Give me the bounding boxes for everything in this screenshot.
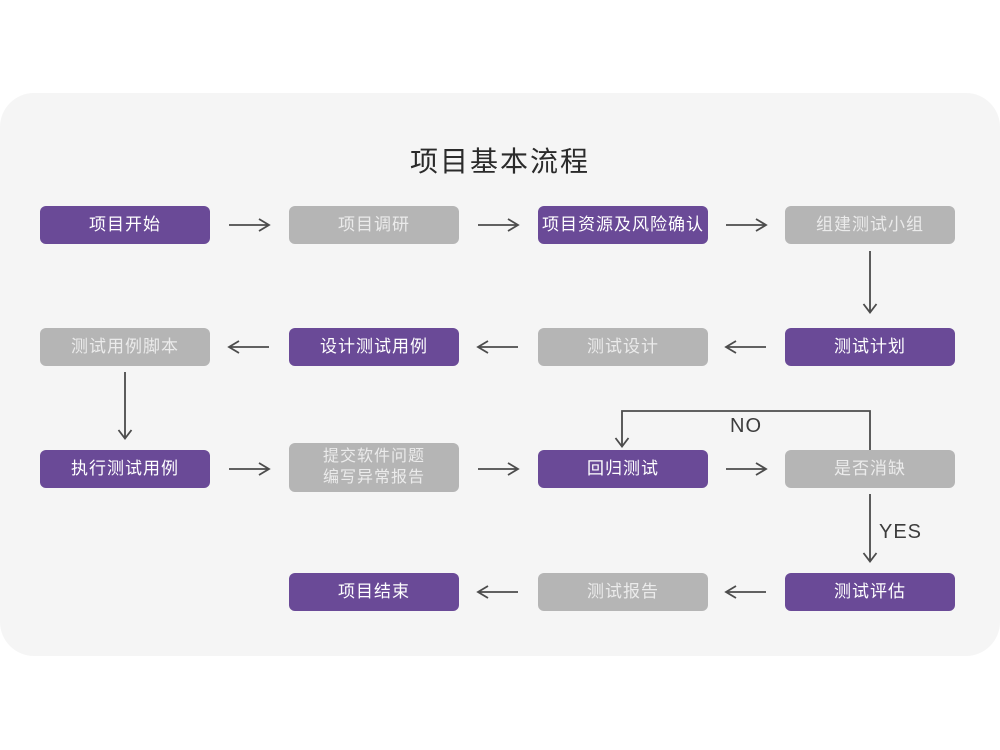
- arrow-designcase-to-script-icon: [227, 340, 269, 354]
- arrow-plan-to-testdesign-icon: [724, 340, 766, 354]
- flow-node-resources-risk-confirm: 项目资源及风险确认: [538, 206, 708, 244]
- arrow-research-to-resources-icon: [478, 218, 520, 232]
- flow-node-test-case-script: 测试用例脚本: [40, 328, 210, 366]
- arrow-submit-to-regression-icon: [478, 462, 520, 476]
- arrow-yes-check-to-evaluation-icon: [862, 494, 878, 563]
- flow-node-project-research: 项目调研: [289, 206, 459, 244]
- flow-node-project-start: 项目开始: [40, 206, 210, 244]
- branch-label-yes: YES: [879, 521, 923, 543]
- arrow-script-to-execute-icon: [117, 372, 133, 440]
- arrow-execute-to-submit-icon: [229, 462, 271, 476]
- background-panel: [0, 93, 1000, 656]
- flow-node-defect-resolved-check: 是否消缺: [785, 450, 955, 488]
- flow-node-execute-test-case: 执行测试用例: [40, 450, 210, 488]
- arrow-resources-to-team-icon: [726, 218, 768, 232]
- flow-node-test-evaluation: 测试评估: [785, 573, 955, 611]
- branch-label-no: NO: [730, 415, 762, 437]
- arrow-start-to-research-icon: [229, 218, 271, 232]
- arrow-evaluation-to-report-icon: [724, 585, 766, 599]
- arrow-team-to-plan-icon: [862, 251, 878, 314]
- flow-node-submit-issue-report: 提交软件问题 编写异常报告: [289, 443, 459, 492]
- flow-node-test-plan: 测试计划: [785, 328, 955, 366]
- flow-node-test-design: 测试设计: [538, 328, 708, 366]
- flow-node-test-report: 测试报告: [538, 573, 708, 611]
- flow-node-regression-test: 回归测试: [538, 450, 708, 488]
- arrow-regression-to-check-icon: [726, 462, 768, 476]
- flow-node-build-test-team: 组建测试小组: [785, 206, 955, 244]
- diagram-title: 项目基本流程: [409, 146, 590, 177]
- arrow-no-loop-icon: [614, 410, 871, 450]
- arrow-testdesign-to-designcase-icon: [476, 340, 518, 354]
- flow-node-project-end: 项目结束: [289, 573, 459, 611]
- arrow-report-to-end-icon: [476, 585, 518, 599]
- flow-node-design-test-case: 设计测试用例: [289, 328, 459, 366]
